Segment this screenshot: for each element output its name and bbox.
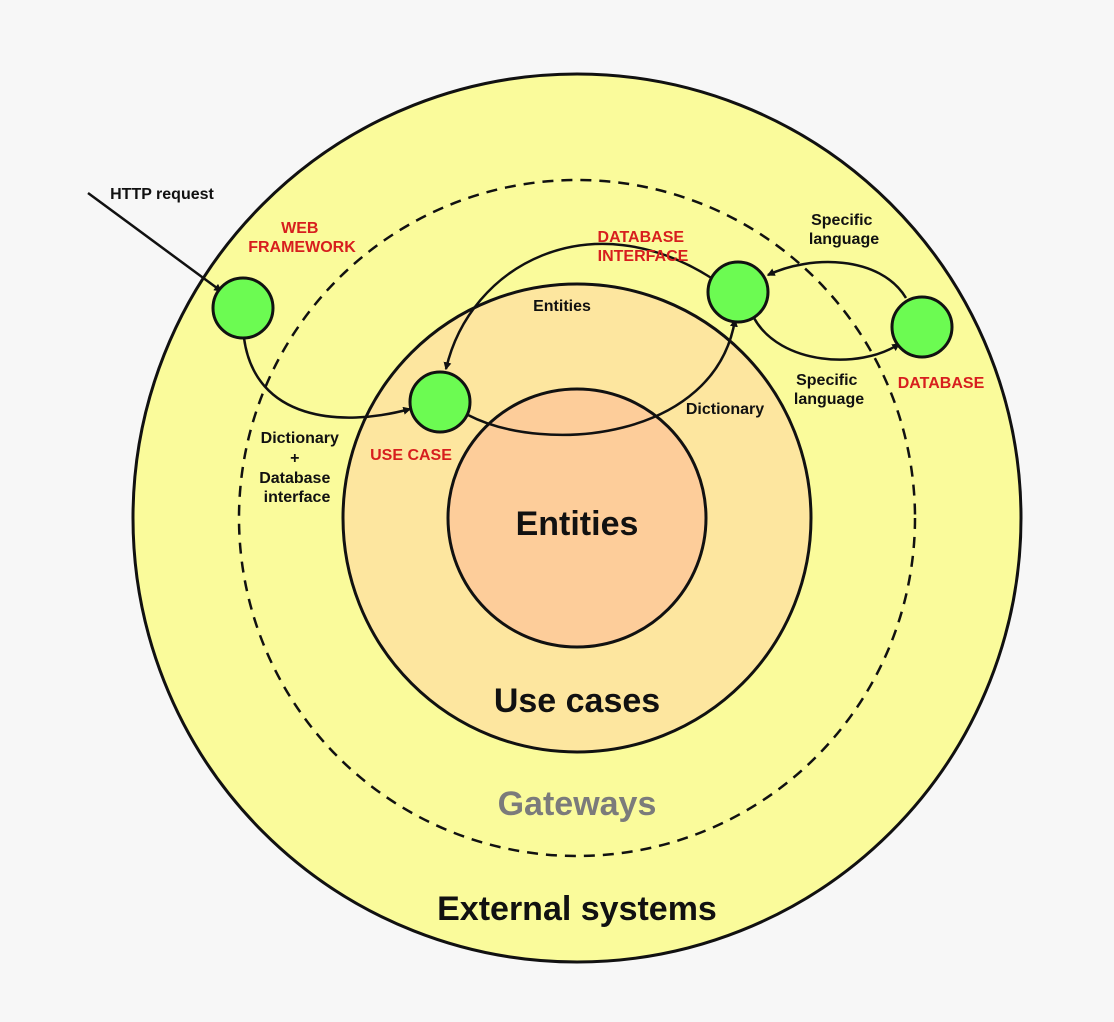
specific-language-bottom-label: Specific language xyxy=(794,372,864,408)
web-framework-label: WEB FRAMEWORK xyxy=(248,220,356,256)
dictionary-db-interface-line: Dictionary xyxy=(261,430,339,447)
entities-core xyxy=(446,387,708,649)
specific-language-line: Specific xyxy=(796,372,857,389)
web-framework-label-line: FRAMEWORK xyxy=(248,239,356,256)
database-interface-label-line: INTERFACE xyxy=(598,248,689,265)
specific-language-top-label: Specific language xyxy=(809,212,879,248)
dictionary-db-interface-line: Database xyxy=(259,470,330,487)
http-request-arrow xyxy=(87,191,223,293)
database-to-dbinterface-arrow xyxy=(766,260,908,299)
dbinterface-to-database-arrow xyxy=(752,317,901,361)
dictionary-db-interface-label: Dictionary + Database interface xyxy=(259,430,343,506)
gateways-boundary xyxy=(237,178,917,858)
web-framework-label-line: WEB xyxy=(281,220,318,237)
specific-language-line: language xyxy=(794,391,864,408)
database-label: DATABASE xyxy=(898,375,985,392)
use-cases-label: Use cases xyxy=(494,682,660,720)
dictionary-db-interface-line: + xyxy=(290,450,299,467)
gateways-label: Gateways xyxy=(498,785,657,823)
dictionary-flow-label: Dictionary xyxy=(686,401,764,418)
usecase-to-dbinterface-arrow xyxy=(467,318,738,437)
entities-label: Entities xyxy=(516,505,639,543)
use-case-node xyxy=(408,370,472,434)
external-systems-label: External systems xyxy=(437,890,717,928)
dictionary-db-interface-line: interface xyxy=(264,489,331,506)
database-interface-node xyxy=(706,260,770,324)
use-case-label: USE CASE xyxy=(370,447,452,464)
http-request-label: HTTP request xyxy=(110,186,214,203)
database-node xyxy=(890,295,954,359)
database-interface-label: DATABASE INTERFACE xyxy=(598,229,689,265)
web-framework-node xyxy=(211,276,275,340)
entities-flow-label: Entities xyxy=(533,298,591,315)
specific-language-line: Specific xyxy=(811,212,872,229)
web-to-usecase-arrow xyxy=(242,337,412,419)
specific-language-line: language xyxy=(809,231,879,248)
dbinterface-to-usecase-arrow xyxy=(443,242,714,371)
database-interface-label-line: DATABASE xyxy=(598,229,685,246)
